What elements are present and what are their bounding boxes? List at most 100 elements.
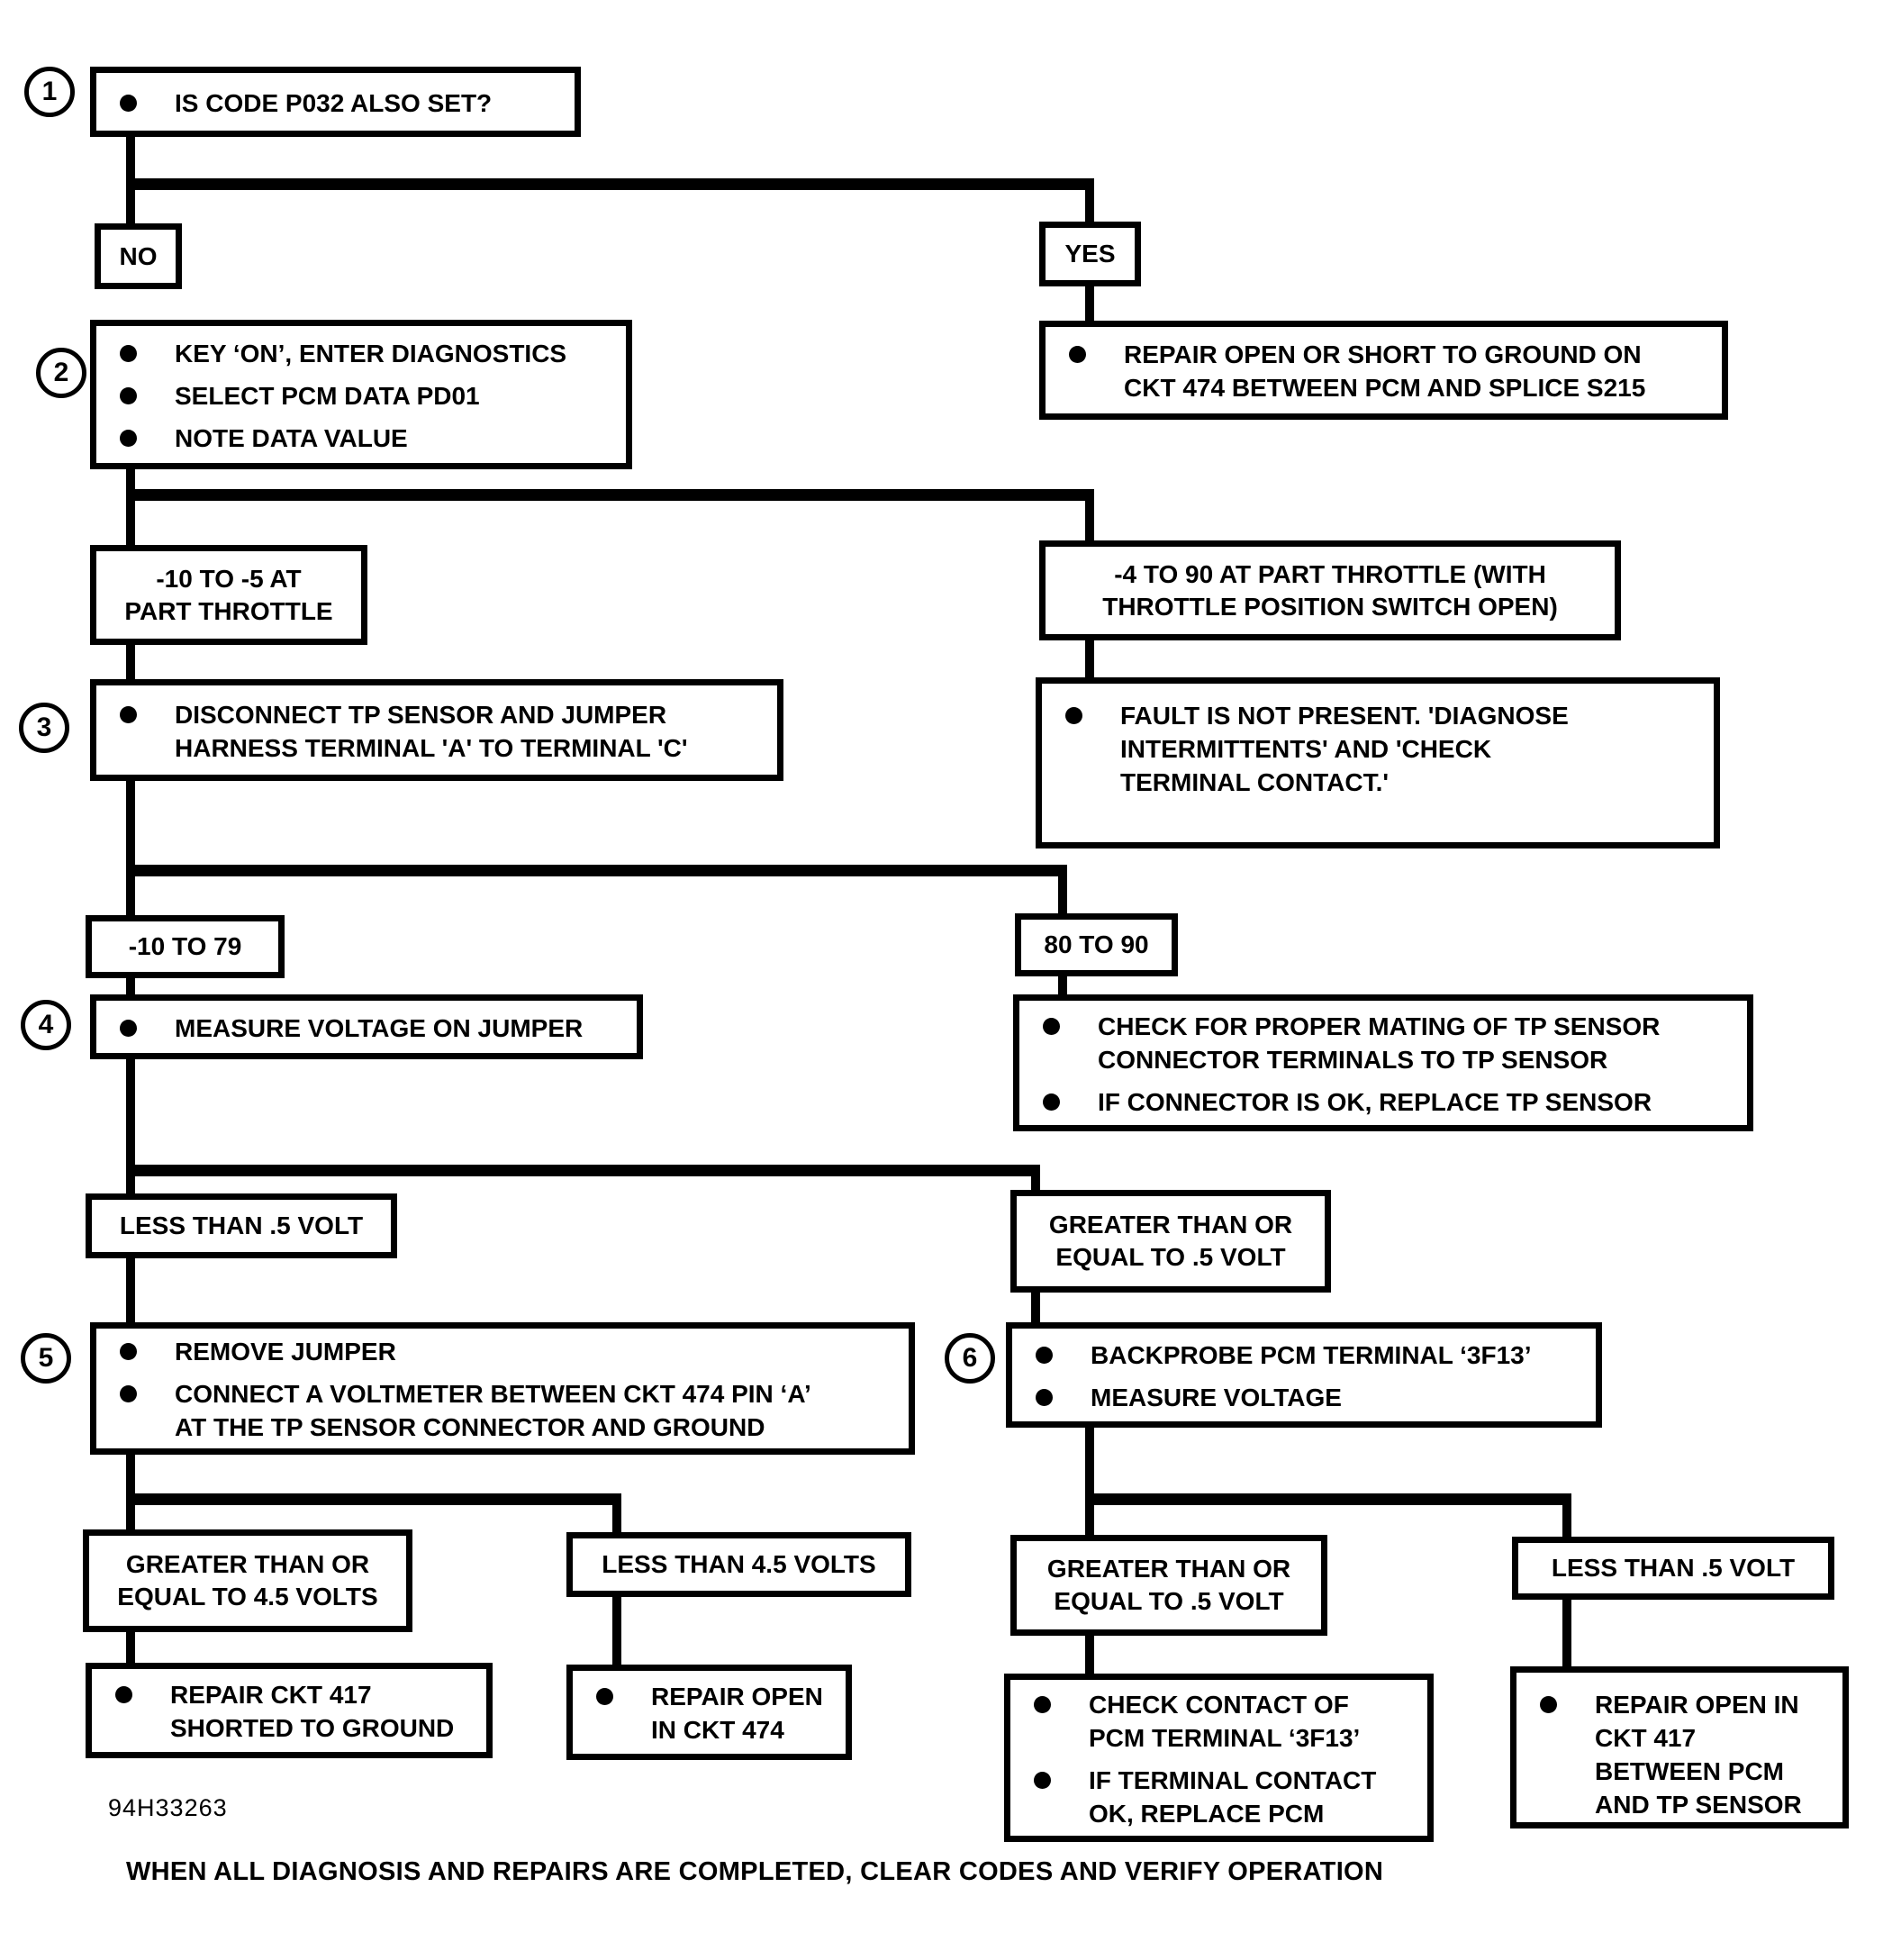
- connector-h: [126, 1165, 1040, 1176]
- connector-v: [1085, 1630, 1094, 1679]
- branch-label-gte-half-volt-2: GREATER THAN OR EQUAL TO .5 VOLT: [1010, 1535, 1327, 1636]
- bullet-icon: [120, 1385, 137, 1402]
- bullet-icon: [120, 1343, 137, 1360]
- action-repair-ckt417-shorted: REPAIR CKT 417 SHORTED TO GROUND: [86, 1663, 493, 1758]
- step-5-node: REMOVE JUMPER CONNECT A VOLTMETER BETWEE…: [90, 1322, 915, 1455]
- connector-v: [126, 1054, 135, 1200]
- action-repair-open-ckt474: REPAIR OPEN IN CKT 474: [566, 1665, 852, 1760]
- connector-v: [1562, 1596, 1571, 1672]
- bullet-text: SELECT PCM DATA PD01: [175, 381, 480, 410]
- connector-h: [1085, 1493, 1571, 1505]
- bullet-icon: [120, 344, 137, 362]
- step-6-number-badge: 6: [945, 1333, 995, 1384]
- step-number: 2: [53, 358, 69, 387]
- branch-label-gte-45-volts: GREATER THAN OR EQUAL TO 4.5 VOLTS: [83, 1529, 412, 1632]
- bullet-text: CHECK FOR PROPER MATING OF TP SENSOR CON…: [1098, 1012, 1661, 1074]
- connector-h: [126, 178, 1094, 190]
- range-label-text: -10 TO -5 AT PART THROTTLE: [124, 564, 333, 625]
- bullet-text: IS CODE P032 ALSO SET?: [175, 88, 493, 117]
- bullet-item: MEASURE VOLTAGE ON JUMPER: [120, 1012, 622, 1045]
- action-repair-open-ckt417: REPAIR OPEN IN CKT 417 BETWEEN PCM AND T…: [1510, 1666, 1849, 1828]
- branch-label-less-than-45-volts: LESS THAN 4.5 VOLTS: [566, 1532, 911, 1597]
- connector-h: [126, 489, 1094, 501]
- bullet-text: IF TERMINAL CONTACT OK, REPLACE PCM: [1089, 1765, 1377, 1828]
- bullet-text: REPAIR OPEN IN CKT 417 BETWEEN PCM AND T…: [1595, 1691, 1802, 1819]
- branch-label-less-than-half-volt-2: LESS THAN .5 VOLT: [1512, 1537, 1834, 1600]
- branch-label-text: NO: [119, 241, 158, 270]
- branch-label-text: GREATER THAN OR EQUAL TO .5 VOLT: [1046, 1555, 1291, 1615]
- step-3-number-badge: 3: [19, 703, 69, 753]
- connector-v: [1085, 489, 1094, 545]
- connector-v: [1085, 1423, 1094, 1540]
- bullet-text: KEY ‘ON’, ENTER DIAGNOSTICS: [175, 339, 567, 368]
- bullet-text: IF CONNECTOR IS OK, REPLACE TP SENSOR: [1098, 1087, 1652, 1116]
- connector-v: [126, 465, 135, 549]
- range-label-text: 80 TO 90: [1044, 930, 1149, 958]
- bullet-icon: [120, 1019, 137, 1037]
- bullet-text: BACKPROBE PCM TERMINAL ‘3F13’: [1091, 1340, 1532, 1369]
- bullet-item: IF CONNECTOR IS OK, REPLACE TP SENSOR: [1043, 1085, 1733, 1119]
- step-4-node: MEASURE VOLTAGE ON JUMPER: [90, 994, 643, 1059]
- step-4-number-badge: 4: [21, 1000, 71, 1050]
- bullet-icon: [115, 1686, 132, 1703]
- range-label-text: -10 TO 79: [128, 932, 242, 960]
- step-1-node: IS CODE P032 ALSO SET?: [90, 67, 581, 137]
- branch-label-text: GREATER THAN OR EQUAL TO 4.5 VOLTS: [117, 1550, 378, 1611]
- branch-label-yes: YES: [1039, 222, 1141, 286]
- step-number: 3: [36, 712, 52, 742]
- bullet-icon: [1540, 1696, 1557, 1713]
- bullet-text: CONNECT A VOLTMETER BETWEEN CKT 474 PIN …: [175, 1380, 811, 1441]
- connector-v: [126, 973, 135, 1000]
- bullet-item: KEY ‘ON’, ENTER DIAGNOSTICS: [120, 337, 611, 370]
- bullet-icon: [1043, 1093, 1060, 1111]
- connector-v: [612, 1493, 621, 1538]
- connector-v: [126, 1628, 135, 1668]
- range-label-neg10-to-79: -10 TO 79: [86, 915, 285, 978]
- step-3-node: DISCONNECT TP SENSOR AND JUMPER HARNESS …: [90, 679, 783, 781]
- range-label-text: -4 TO 90 AT PART THROTTLE (WITH THROTTLE…: [1102, 559, 1558, 621]
- bullet-item: REMOVE JUMPER: [120, 1335, 894, 1368]
- bullet-text: CHECK CONTACT OF PCM TERMINAL ‘3F13’: [1089, 1690, 1361, 1752]
- range-label-neg4-to-90: -4 TO 90 AT PART THROTTLE (WITH THROTTLE…: [1039, 540, 1621, 640]
- connector-h: [126, 865, 1067, 876]
- bullet-item: FAULT IS NOT PRESENT. 'DIAGNOSE INTERMIT…: [1065, 699, 1699, 799]
- bullet-icon: [1036, 1388, 1053, 1406]
- range-label-80-to-90: 80 TO 90: [1015, 913, 1178, 976]
- bullet-item: DISCONNECT TP SENSOR AND JUMPER HARNESS …: [120, 698, 763, 765]
- bullet-item: REPAIR OPEN OR SHORT TO GROUND ON CKT 47…: [1069, 338, 1707, 404]
- bullet-text: DISCONNECT TP SENSOR AND JUMPER HARNESS …: [175, 700, 688, 762]
- connector-v: [126, 1254, 135, 1328]
- bullet-text: REMOVE JUMPER: [175, 1338, 396, 1366]
- step-5-number-badge: 5: [21, 1333, 71, 1384]
- connector-v: [1085, 283, 1094, 324]
- branch-label-text: LESS THAN .5 VOLT: [119, 1211, 364, 1239]
- connector-v: [1085, 635, 1094, 682]
- bullet-item: MEASURE VOLTAGE: [1036, 1381, 1581, 1414]
- bullet-item: SELECT PCM DATA PD01: [120, 379, 611, 413]
- bullet-icon: [1034, 1771, 1051, 1789]
- action-fault-not-present: FAULT IS NOT PRESENT. 'DIAGNOSE INTERMIT…: [1036, 677, 1720, 848]
- bullet-text: MEASURE VOLTAGE ON JUMPER: [175, 1013, 584, 1042]
- connector-v: [126, 776, 135, 921]
- bullet-icon: [1065, 707, 1082, 724]
- bullet-icon: [1034, 1695, 1051, 1713]
- branch-label-gte-half-volt: GREATER THAN OR EQUAL TO .5 VOLT: [1010, 1190, 1331, 1293]
- connector-v: [1031, 1288, 1040, 1328]
- branch-label-text: YES: [1064, 240, 1116, 268]
- bullet-icon: [120, 429, 137, 447]
- action-check-connector-mating: CHECK FOR PROPER MATING OF TP SENSOR CON…: [1013, 994, 1753, 1131]
- bullet-text: FAULT IS NOT PRESENT. 'DIAGNOSE INTERMIT…: [1120, 702, 1569, 796]
- step-2-number-badge: 2: [36, 348, 86, 398]
- bullet-text: REPAIR OPEN OR SHORT TO GROUND ON CKT 47…: [1124, 340, 1646, 402]
- step-number: 5: [38, 1343, 54, 1373]
- connector-v: [1058, 865, 1067, 919]
- connector-v: [126, 640, 135, 685]
- branch-label-no: NO: [95, 223, 182, 289]
- range-label-neg10-to-neg5: -10 TO -5 AT PART THROTTLE: [90, 545, 367, 645]
- bullet-item: IF TERMINAL CONTACT OK, REPLACE PCM: [1034, 1764, 1413, 1830]
- connector-v: [1085, 178, 1094, 227]
- bullet-item: IS CODE P032 ALSO SET?: [120, 86, 560, 120]
- bullet-text: NOTE DATA VALUE: [175, 423, 408, 452]
- action-repair-open-short-ckt474: REPAIR OPEN OR SHORT TO GROUND ON CKT 47…: [1039, 321, 1728, 420]
